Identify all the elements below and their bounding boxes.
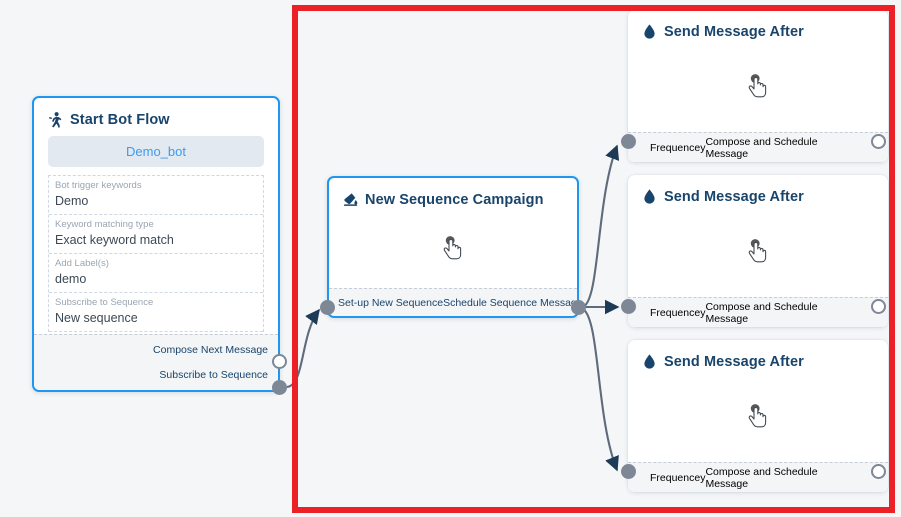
port-schedule-sequence-message-output[interactable] (571, 300, 586, 315)
field-value: New sequence (55, 311, 138, 325)
port-setup-new-sequence-input[interactable] (320, 300, 335, 315)
node-send-message-after-2[interactable]: Send Message After Frequencey Compose an… (628, 340, 888, 492)
send-message-after-title: Send Message After (664, 23, 804, 40)
output-label-compose-and-schedule-message: Compose and Schedule Message (705, 465, 818, 490)
output-label-subscribe-to-sequence: Subscribe to Sequence (159, 369, 268, 381)
field-value: demo (55, 272, 87, 286)
running-person-icon (48, 111, 63, 128)
input-label-frequencey: Frequencey (650, 471, 706, 484)
node-start-bot-flow[interactable]: Start Bot Flow Demo_bot Bot trigger keyw… (32, 96, 280, 392)
input-label-setup-new-sequence: Set-up New Sequence (338, 296, 444, 309)
send-message-after-title: Send Message After (664, 188, 804, 205)
port-compose-and-schedule-message-output-2[interactable] (871, 464, 886, 479)
field-value: Demo (55, 194, 89, 208)
node-send-message-after-0[interactable]: Send Message After Frequencey Compose an… (628, 10, 888, 162)
hand-pointer-icon (741, 70, 775, 104)
field-value: Exact keyword match (55, 233, 174, 247)
edge-schedule-to-card-2 (582, 308, 619, 472)
new-sequence-campaign-title: New Sequence Campaign (365, 191, 544, 208)
new-sequence-campaign-body (329, 216, 577, 288)
start-bot-flow-footer: Compose Next Message Subscribe to Sequen… (34, 334, 278, 390)
output-label-compose-and-schedule-message: Compose and Schedule Message (705, 135, 818, 160)
port-frequencey-input-2[interactable] (621, 464, 636, 479)
new-sequence-campaign-header: New Sequence Campaign (329, 178, 577, 216)
send-message-after-body (628, 48, 888, 132)
send-message-after-title: Send Message After (664, 353, 804, 370)
bot-selector-chip[interactable]: Demo_bot (48, 136, 264, 167)
paint-drop-icon (343, 191, 358, 208)
hand-pointer-icon (436, 232, 470, 266)
edge-subscribe-to-setup (286, 308, 320, 389)
send-message-after-body (628, 378, 888, 462)
node-send-message-after-1[interactable]: Send Message After Frequencey Compose an… (628, 175, 888, 327)
start-bot-flow-header: Start Bot Flow (34, 98, 278, 136)
output-label-schedule-sequence-message: Schedule Sequence Message (443, 296, 583, 309)
output-row-compose-next-message[interactable]: Compose Next Message (34, 338, 278, 363)
port-frequencey-input-0[interactable] (621, 134, 636, 149)
field-key: Subscribe to Sequence (55, 297, 154, 308)
field-row[interactable]: Add Label(s) demo (49, 254, 263, 293)
field-key: Bot trigger keywords (55, 180, 142, 191)
start-bot-flow-title: Start Bot Flow (70, 111, 170, 128)
send-message-after-body (628, 213, 888, 297)
output-label-compose-and-schedule-message: Compose and Schedule Message (705, 300, 818, 325)
hand-pointer-icon (741, 400, 775, 434)
field-row[interactable]: Keyword matching type Exact keyword matc… (49, 215, 263, 254)
new-sequence-campaign-footer: Set-up New Sequence Schedule Sequence Me… (329, 288, 583, 316)
output-row-subscribe-to-sequence[interactable]: Subscribe to Sequence (34, 363, 278, 388)
port-compose-and-schedule-message-output-0[interactable] (871, 134, 886, 149)
input-label-frequencey: Frequencey (650, 141, 706, 154)
water-drop-icon (642, 353, 657, 370)
water-drop-icon (642, 23, 657, 40)
port-subscribe-to-sequence-output[interactable] (272, 380, 287, 395)
field-row[interactable]: Subscribe to Sequence New sequence (49, 293, 263, 332)
input-label-frequencey: Frequencey (650, 306, 706, 319)
water-drop-icon (642, 188, 657, 205)
send-message-after-header: Send Message After (628, 10, 888, 48)
output-label-compose-next-message: Compose Next Message (153, 344, 268, 356)
port-compose-and-schedule-message-output-1[interactable] (871, 299, 886, 314)
node-new-sequence-campaign[interactable]: New Sequence Campaign Set-up New Sequenc… (327, 176, 583, 318)
hand-pointer-icon (741, 235, 775, 269)
send-message-after-footer: Frequencey Compose and Schedule Message (628, 132, 888, 162)
send-message-after-footer: Frequencey Compose and Schedule Message (628, 462, 888, 492)
field-key: Keyword matching type (55, 219, 154, 230)
send-message-after-header: Send Message After (628, 175, 888, 213)
bot-fields-table: Bot trigger keywords Demo Keyword matchi… (48, 175, 264, 332)
port-compose-next-message-output[interactable] (272, 354, 287, 369)
send-message-after-footer: Frequencey Compose and Schedule Message (628, 297, 888, 327)
field-key: Add Label(s) (55, 258, 109, 269)
edge-schedule-to-card-0 (582, 144, 620, 308)
send-message-after-header: Send Message After (628, 340, 888, 378)
port-frequencey-input-1[interactable] (621, 299, 636, 314)
field-row[interactable]: Bot trigger keywords Demo (49, 176, 263, 215)
